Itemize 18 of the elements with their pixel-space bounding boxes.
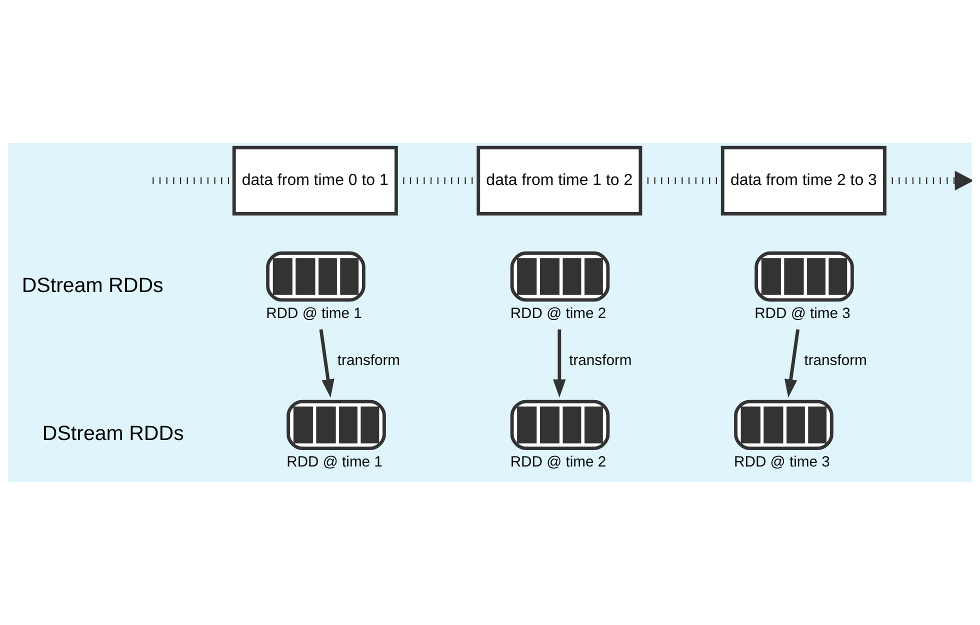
node-box: data from time 2 to 3: [720, 146, 886, 216]
edge-label: transform: [337, 352, 400, 369]
node-label: RDD @ time 2: [510, 454, 606, 470]
node-label: RDD @ time 1: [266, 306, 362, 322]
arrow: [884, 170, 972, 191]
node-label: RDD @ time 1: [286, 454, 382, 470]
arrow: [319, 329, 334, 398]
node-label: RDD @ time 3: [734, 454, 830, 470]
label: DStream RDDs: [42, 422, 184, 446]
arrow: [553, 329, 566, 398]
node-box: data from time 0 to 1: [232, 146, 398, 216]
edge-label: transform: [804, 352, 867, 369]
node-label: RDD @ time 3: [754, 306, 850, 322]
edge-label: transform: [569, 352, 632, 369]
node-label: RDD @ time 2: [510, 306, 606, 322]
label: DStream RDDs: [22, 274, 164, 297]
arrow: [784, 329, 800, 398]
node-box: data from time 1 to 2: [476, 146, 642, 216]
